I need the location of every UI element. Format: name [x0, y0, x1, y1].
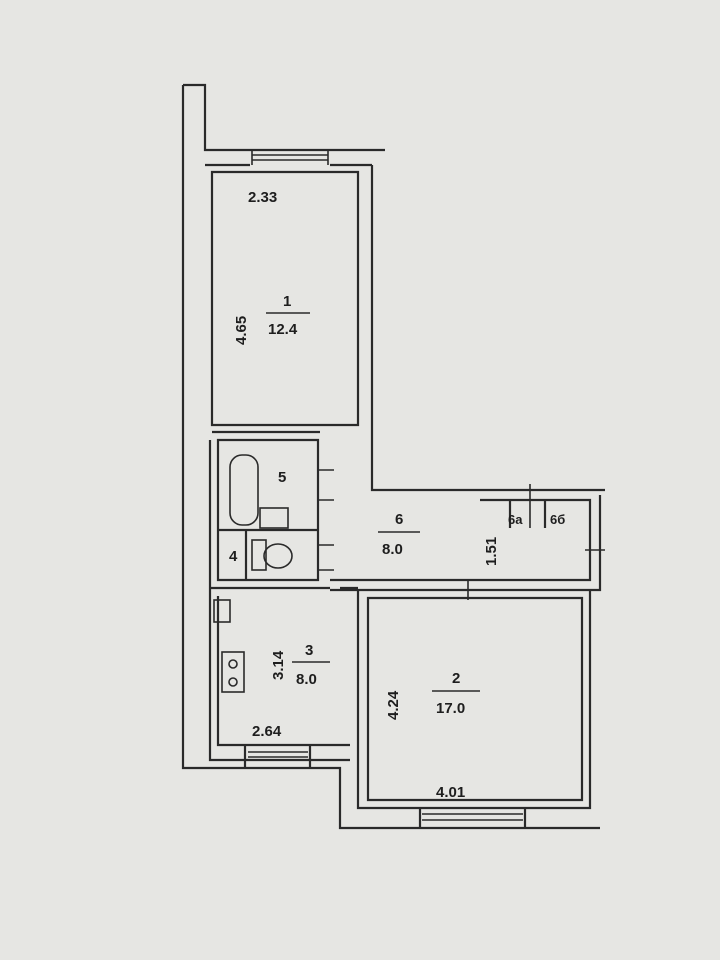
room-2-width: 4.01: [436, 784, 465, 801]
room-3-area: 8.0: [296, 671, 317, 688]
room-2-area: 17.0: [436, 700, 465, 717]
sink-icon: [259, 507, 289, 529]
room-6-width: 1.51: [483, 537, 500, 566]
room-1-length: 4.65: [233, 316, 250, 345]
room-6a-number: 6а: [508, 512, 523, 527]
room-6-area: 8.0: [382, 541, 403, 558]
walls: [181, 83, 605, 830]
room-2-number: 2: [452, 670, 460, 687]
room-2-length: 4.24: [385, 690, 402, 720]
kitchen-sink-icon: [213, 599, 231, 623]
room-4-number: 4: [229, 548, 238, 565]
room-6b-number: 6б: [550, 512, 565, 527]
room-6-number: 6: [395, 511, 403, 528]
stove-icon: [221, 651, 245, 693]
toilet-icon: [263, 543, 293, 569]
room-1-area: 12.4: [268, 321, 298, 338]
room-3-width: 2.64: [252, 723, 282, 740]
toilet-tank-icon: [251, 539, 267, 571]
room-3-length: 3.14: [270, 650, 287, 680]
room-3-number: 3: [305, 642, 313, 659]
room-5-number: 5: [278, 469, 286, 486]
room-1-width: 2.33: [248, 189, 277, 206]
bathtub-icon: [229, 454, 259, 526]
room-1-number: 1: [283, 293, 291, 310]
